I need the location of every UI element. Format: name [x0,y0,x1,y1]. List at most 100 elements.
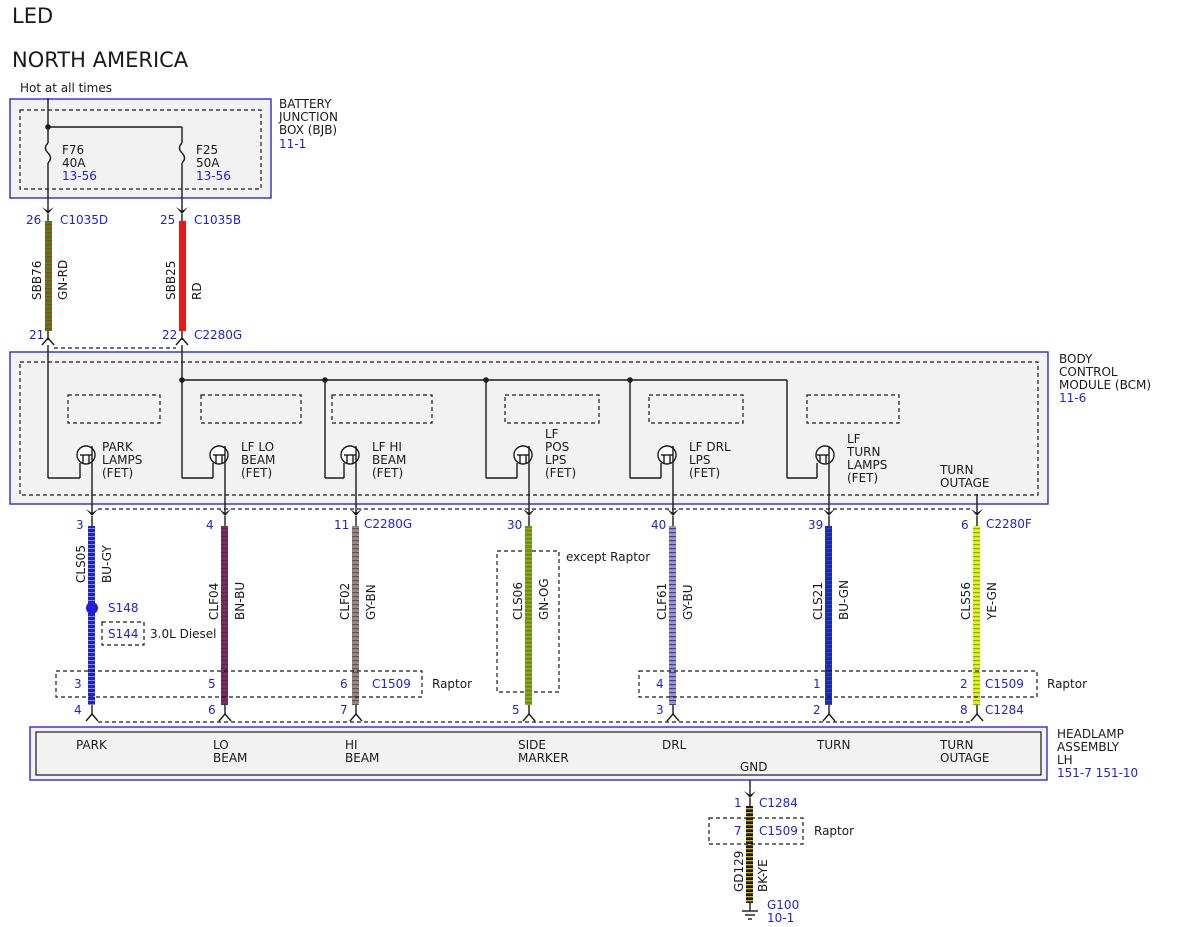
fuse-f76-rating: 40A [62,156,86,170]
feed1-pin-bottom: 21 [29,328,44,342]
clf02-raptor-pin: 6 [340,677,348,691]
feed2-color: RD [190,282,204,300]
cls05-hl-pin: 4 [74,703,82,717]
gnd-ref: 10-1 [767,911,794,925]
fet5-label-3: (FET) [689,466,720,480]
cls56-hl-conn: C1284 [985,703,1024,717]
gnd-raptor-label: Raptor [814,824,854,838]
cls56-raptor-pin: 2 [960,677,968,691]
fuse-f76-ref: 13-56 [62,169,97,183]
cls21-hl-pin: 2 [813,703,821,717]
splice-s144-box [101,621,145,646]
power-label: Hot at all times [20,81,112,95]
cls21-bcm-pin: 39 [808,518,823,532]
clf02-hl-pin: 7 [340,703,348,717]
fet-lf-hi-beam [331,394,433,515]
cls56-bcm-conn: C2280F [986,517,1032,531]
bjb-box [9,98,272,199]
gnd-circuit: GD129 [732,851,746,892]
fet1-label-1: PARK [102,440,134,454]
clf04-hl-pin: 6 [208,703,216,717]
feed1-circuit: SBB76 [30,261,44,300]
fet3-label-2: BEAM [372,453,406,467]
cls21-circuit: CLS21 [811,582,825,620]
ground-wire-gd129 [744,780,756,911]
bcm-name-2: CONTROL [1059,365,1118,379]
feed1-conn-top: C1035D [60,213,108,227]
region-label: NORTH AMERICA [12,48,189,72]
fuse-f25-ref: 13-56 [196,169,231,183]
hl-pin-gnd: GND [740,760,768,774]
hl-pin-hi-2: BEAM [345,751,379,765]
cls05-color: BU-GY [100,545,114,583]
bjb-bus [45,98,183,143]
feed2-conn-bottom: C2280G [194,328,242,342]
cls56-circuit: CLS56 [959,582,973,620]
bjb-name-1: BATTERY [279,97,332,111]
bjb-name-2: JUNCTION [278,110,338,124]
fet5-label-1: LF DRL [689,440,731,454]
fet4-label-4: (FET) [545,466,576,480]
output-wire-cls06 [522,509,536,722]
splice-s148: S148 [108,601,139,615]
except-raptor-label: except Raptor [566,550,650,564]
cls56-color: YE-GN [985,582,999,621]
cls06-color: GN-OG [537,578,551,620]
fet2-label-1: LF LO [241,440,274,454]
hl-pin-lo-2: BEAM [213,751,247,765]
cls06-hl-pin: 5 [512,703,520,717]
clf04-bcm-pin: 4 [206,518,214,532]
fet-lf-drl-lps [648,394,744,515]
gnd-raptor-pin: 7 [734,824,742,838]
gnd-id: G100 [767,898,799,912]
fet6-label-3: LAMPS [847,458,887,472]
output-wire-cls21 [822,509,836,722]
fet4-label-3: LPS [545,453,567,467]
fet-park-lamps [67,394,161,515]
hl-pin-lo-1: LO [213,738,229,752]
fet4-label-2: POS [545,440,569,454]
fuse-f25 [178,142,186,213]
hl-pin-hi-1: HI [345,738,358,752]
fet-lf-pos-lps [504,394,600,515]
fet-lf-turn-lamps [806,394,900,515]
fuse-f25-id: F25 [196,143,218,157]
clf61-bcm-pin: 40 [651,518,666,532]
feed1-pin-top: 26 [26,213,41,227]
bcm-turn-outage-1: TURN [939,463,973,477]
fet-lf-lo-beam [200,394,302,515]
fuse-f25-rating: 50A [196,156,220,170]
bcm-internal-bus [47,345,817,479]
cls06-circuit: CLS06 [511,582,525,620]
raptor-left-label: Raptor [432,677,472,691]
clf61-raptor-pin: 4 [656,677,664,691]
cls05-bcm-pin: 3 [76,518,84,532]
fet1-label-3: (FET) [102,466,133,480]
hl-pin-park: PARK [76,738,108,752]
cls56-hl-pin: 8 [960,703,968,717]
clf02-color: GY-BN [364,584,378,620]
clf61-color: GY-BU [681,584,695,620]
feed2-conn-top: C1035B [194,213,241,227]
bjb-ref: 11-1 [279,137,306,151]
hl-pin-drl: DRL [662,738,687,752]
diagram-title: LED [12,4,53,28]
fet6-label-1: LF [847,432,861,446]
gnd-color: BK-YE [756,859,770,892]
bjb-inner-boundary [19,109,262,190]
output-wire-clf02 [349,509,363,722]
feed2-pin-top: 25 [160,213,175,227]
raptor-c1509-right-conn: C1509 [985,677,1024,691]
clf04-raptor-pin: 5 [208,677,216,691]
bcm-turn-outage-2: OUTAGE [940,476,990,490]
cls05-circuit: CLS05 [74,545,88,583]
headlamp-name-1: HEADLAMP [1057,727,1124,741]
headlamp-name-3: LH [1057,753,1073,767]
splice-s144-note: 3.0L Diesel [150,627,217,641]
headlamp-refs: 151-7 151-10 [1057,766,1138,780]
hl-pin-turn: TURN [816,738,850,752]
hl-pin-turn-outage-2: OUTAGE [940,751,990,765]
fuse-f76 [44,142,52,213]
bcm-name-3: MODULE (BCM) [1059,378,1151,392]
